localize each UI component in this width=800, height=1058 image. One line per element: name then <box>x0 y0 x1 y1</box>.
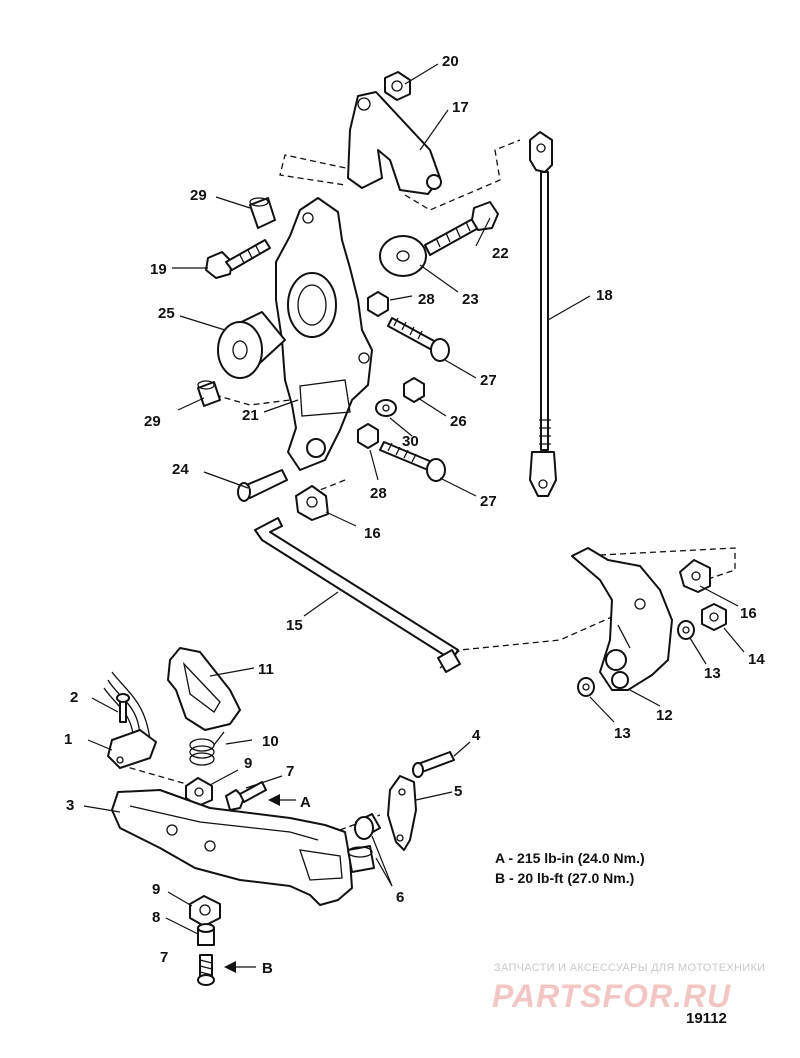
callout-numbers: 20 17 29 22 18 19 28 23 25 27 29 21 26 3… <box>64 53 765 977</box>
callout-9-lower: 9 <box>152 881 160 898</box>
part-26-nut <box>403 377 425 403</box>
callout-26: 26 <box>450 413 467 430</box>
callout-12: 12 <box>656 707 673 724</box>
part-28-nut-upper <box>367 291 389 317</box>
figure-number: 19112 <box>686 1010 727 1027</box>
part-30-washer <box>375 399 397 417</box>
part-15-bent-rod <box>254 517 461 673</box>
callout-14: 14 <box>748 651 765 668</box>
callout-13-lower: 13 <box>614 725 631 742</box>
part-29-bushing-upper <box>249 197 276 229</box>
callout-11: 11 <box>258 661 274 678</box>
part-10-spring <box>189 731 225 766</box>
part-13-washer-upper <box>677 620 695 640</box>
callout-13-upper: 13 <box>704 665 721 682</box>
part-25-roller <box>217 311 286 379</box>
callout-3: 3 <box>66 797 74 814</box>
part-19-bolt <box>205 239 271 279</box>
torque-spec-b: B - 20 lb-ft (27.0 Nm.) <box>495 870 635 886</box>
part-7-screw-upper <box>225 781 267 811</box>
callout-1: 1 <box>64 731 72 748</box>
callout-20: 20 <box>442 53 459 70</box>
callout-29-upper: 29 <box>190 187 207 204</box>
torque-spec-a: A - 215 lb-in (24.0 Nm.) <box>495 850 645 866</box>
arrow-a <box>268 794 296 806</box>
leader-lines <box>83 63 745 935</box>
callout-8: 8 <box>152 909 160 926</box>
callout-21: 21 <box>242 407 259 424</box>
part-5-plate <box>387 775 417 851</box>
part-27-screw-upper <box>387 317 450 362</box>
part-24-pin <box>237 469 288 502</box>
part-3-mounting-bracket <box>111 789 353 906</box>
part-18-link-rod <box>529 131 557 497</box>
part-4-screw <box>412 751 455 778</box>
part-27-screw-lower <box>379 441 446 482</box>
part-28-nut-lower <box>357 423 379 449</box>
callout-10: 10 <box>262 733 279 750</box>
callout-18: 18 <box>596 287 613 304</box>
callout-7-upper: 7 <box>286 763 294 780</box>
callout-17: 17 <box>452 99 469 116</box>
callout-9-upper: 9 <box>244 755 252 772</box>
watermark-tagline: ЗАПЧАСТИ И АКСЕССУАРЫ ДЛЯ МОТОТЕХНИКИ <box>494 962 766 974</box>
part-9-nut-lower <box>189 895 221 927</box>
callout-16-upper: 16 <box>364 525 381 542</box>
part-12-lever <box>571 547 673 691</box>
part-17-bracket <box>347 91 442 195</box>
part-22-bolt <box>424 201 499 256</box>
part-29-bushing-lower <box>197 380 221 407</box>
part-20-nut <box>384 71 411 101</box>
part-21-throttle-arm <box>275 197 373 471</box>
callout-27-upper: 27 <box>480 372 497 389</box>
part-23-washer <box>379 235 427 277</box>
callout-22: 22 <box>492 245 509 262</box>
callout-29-lower: 29 <box>144 413 161 430</box>
part-13-washer-lower <box>577 677 595 697</box>
watermark-logo: PARTSFOR.RU <box>492 978 732 1014</box>
arrow-b <box>224 961 256 973</box>
callout-28-upper: 28 <box>418 291 435 308</box>
marker-a: A <box>300 794 311 811</box>
callout-23: 23 <box>462 291 479 308</box>
callout-15: 15 <box>286 617 303 634</box>
callout-30: 30 <box>402 433 419 450</box>
part-6-bushing-upper <box>354 813 381 840</box>
part-1-switch <box>103 671 157 769</box>
marker-b: B <box>262 960 273 977</box>
part-11-cover <box>167 647 241 731</box>
callout-19: 19 <box>150 261 167 278</box>
callout-4: 4 <box>472 727 481 744</box>
part-8-spacer <box>197 923 215 946</box>
callout-24: 24 <box>172 461 189 478</box>
part-2-screw <box>116 693 130 723</box>
part-9-nut-upper <box>185 777 213 807</box>
part-6-bushing-lower <box>347 845 375 873</box>
part-16-ball-socket-upper <box>295 485 329 521</box>
callout-25: 25 <box>158 305 175 322</box>
part-16-ball-socket-right <box>679 559 711 593</box>
callout-16-right: 16 <box>740 605 757 622</box>
callout-6: 6 <box>396 889 404 906</box>
callout-27-lower: 27 <box>480 493 497 510</box>
part-7-screw-lower <box>197 954 215 986</box>
callout-5: 5 <box>454 783 462 800</box>
callout-2: 2 <box>70 689 78 706</box>
callout-28-lower: 28 <box>370 485 387 502</box>
part-14-nut <box>701 603 727 631</box>
callout-7-lower: 7 <box>160 949 168 966</box>
